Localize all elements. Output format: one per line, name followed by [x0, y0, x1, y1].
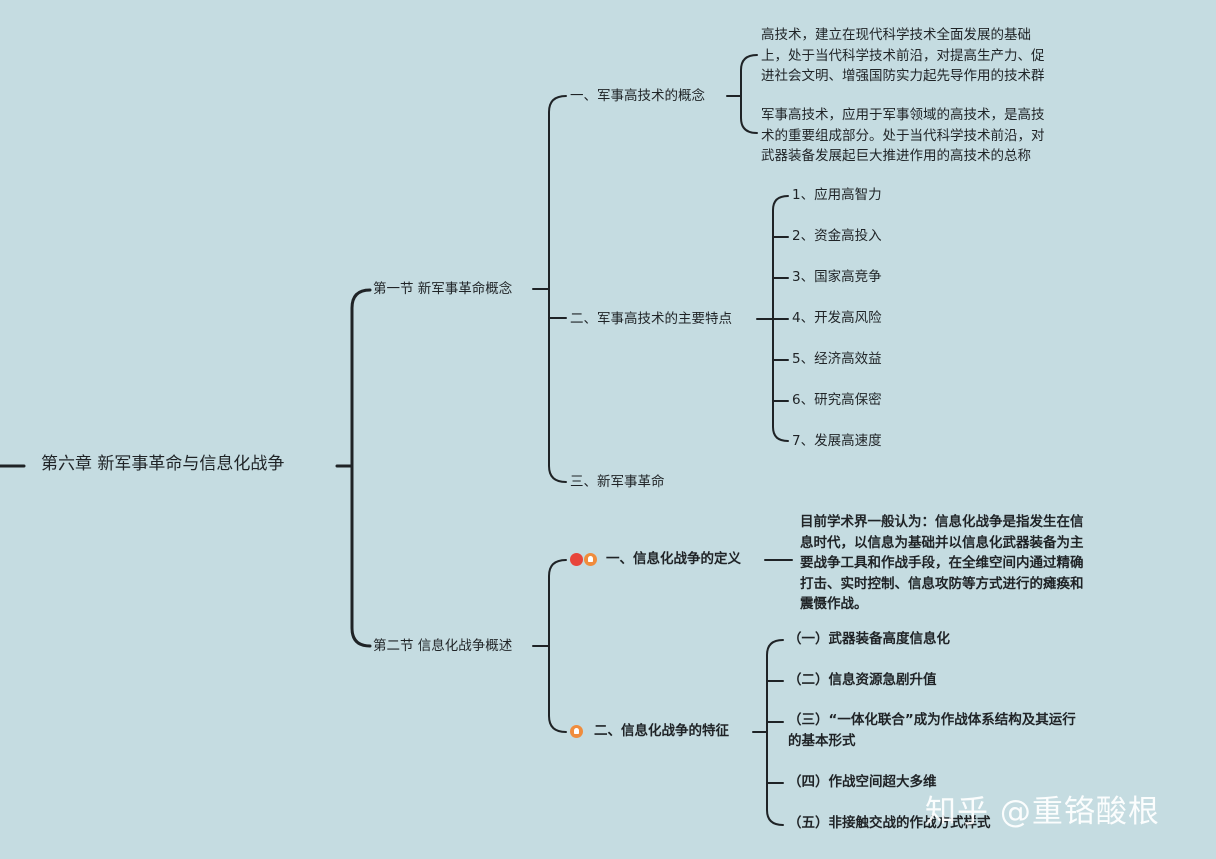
s2-definition-desc: 目前学术界一般认为：信息化战争是指发生在信 息时代，以信息为基础并以信息化武器装… — [800, 512, 1084, 615]
feature-6[interactable]: 6、研究高保密 — [792, 392, 882, 408]
feature-1[interactable]: 1、应用高智力 — [792, 187, 882, 203]
characteristic-3-line-2: 的基本形式 — [788, 733, 856, 749]
characteristic-2[interactable]: （二）信息资源急剧升值 — [788, 672, 937, 688]
s1-item-features[interactable]: 二、军事高技术的主要特点 — [570, 311, 732, 327]
characteristic-3-line-1: （三）“一体化联合”成为作战体系结构及其运行 — [788, 712, 1076, 728]
characteristic-5[interactable]: （五）非接触交战的作战方式样式 — [788, 815, 991, 831]
desc-line: 打击、实时控制、信息攻防等方式进行的瘫痪和 — [800, 575, 1084, 592]
priority-flag-icon — [570, 553, 583, 566]
bell-icon — [584, 553, 597, 566]
feature-3[interactable]: 3、国家高竞争 — [792, 269, 882, 285]
s2-item-characteristics[interactable]: 二、信息化战争的特征 — [594, 723, 729, 739]
feature-2[interactable]: 2、资金高投入 — [792, 228, 882, 244]
desc-line: 目前学术界一般认为：信息化战争是指发生在信 — [800, 514, 1084, 530]
desc-line: 息时代，以信息为基础并以信息化武器装备为主 — [800, 534, 1084, 551]
feature-5[interactable]: 5、经济高效益 — [792, 351, 882, 367]
s1-item-concept[interactable]: 一、军事高技术的概念 — [570, 88, 705, 104]
feature-7[interactable]: 7、发展高速度 — [792, 433, 882, 449]
section-2-title[interactable]: 第二节 信息化战争概述 — [373, 638, 513, 654]
characteristic-1[interactable]: （一）武器装备高度信息化 — [788, 631, 950, 647]
s2-item-definition[interactable]: 一、信息化战争的定义 — [606, 551, 741, 567]
desc-line: 上，处于当代科学技术前沿，对提高生产力、促 — [761, 47, 1045, 64]
desc-line: 武器装备发展起巨大推进作用的高技术的总称 — [761, 148, 1031, 164]
s1-concept-desc-1: 高技术，建立在现代科学技术全面发展的基础 上，处于当代科学技术前沿，对提高生产力… — [761, 25, 1045, 87]
desc-line: 高技术，建立在现代科学技术全面发展的基础 — [761, 27, 1031, 43]
watermark: 知乎 @重铬酸根 — [925, 794, 1160, 830]
s1-concept-desc-2: 军事高技术，应用于军事领域的高技术，是高技 术的重要组成部分。处于当代科学技术前… — [761, 105, 1045, 167]
desc-line: 进社会文明、增强国防实力起先导作用的技术群 — [761, 68, 1045, 84]
root-topic[interactable]: 第六章 新军事革命与信息化战争 — [41, 454, 285, 474]
desc-line: 军事高技术，应用于军事领域的高技术，是高技 — [761, 107, 1045, 123]
s1-item-revolution[interactable]: 三、新军事革命 — [570, 474, 665, 490]
characteristic-3[interactable]: （三）“一体化联合”成为作战体系结构及其运行 的基本形式 — [788, 710, 1076, 752]
section-1-title[interactable]: 第一节 新军事革命概念 — [373, 281, 513, 297]
desc-line: 要战争工具和作战手段，在全维空间内通过精确 — [800, 555, 1084, 571]
characteristic-4[interactable]: （四）作战空间超大多维 — [788, 774, 937, 790]
desc-line: 术的重要组成部分。处于当代科学技术前沿，对 — [761, 127, 1045, 144]
bell-icon — [570, 725, 583, 738]
feature-4[interactable]: 4、开发高风险 — [792, 310, 882, 326]
desc-line: 震慑作战。 — [800, 596, 868, 612]
